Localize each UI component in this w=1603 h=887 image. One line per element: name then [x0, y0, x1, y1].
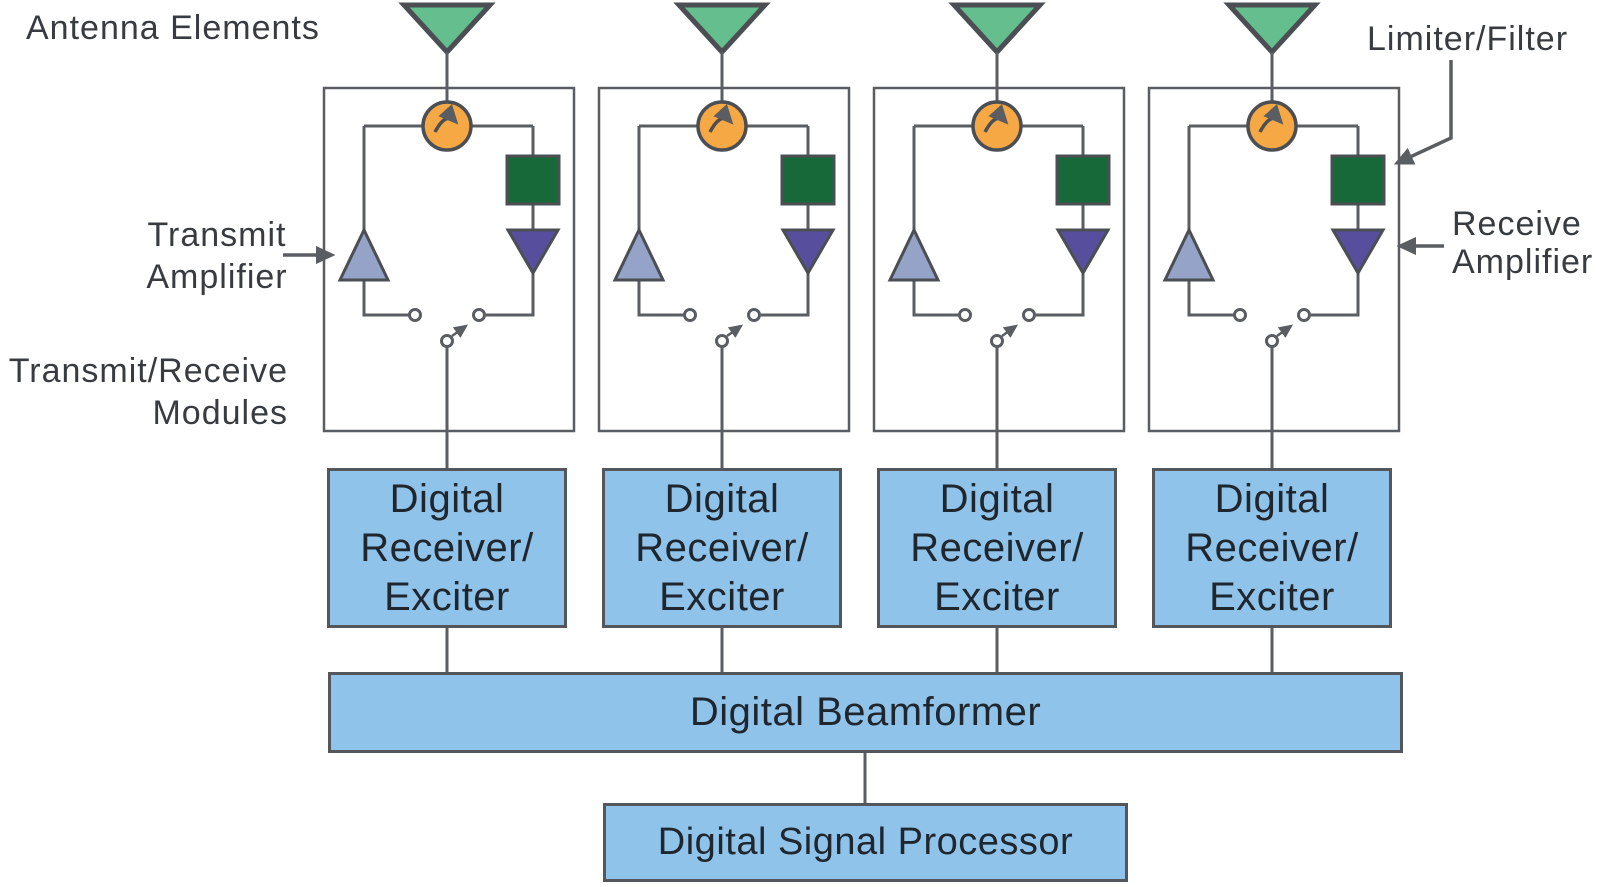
antenna-elements-label: Antenna Elements: [26, 9, 320, 47]
transmit-amplifier-label: Transmit Amplifier: [135, 214, 299, 298]
receive-amplifier-label-line1: Receive: [1452, 205, 1582, 243]
digital-receiver-exciter-box-1: Digital Receiver/ Exciter: [327, 468, 567, 628]
transmit-amplifier-label-line2: Amplifier: [146, 258, 288, 296]
antenna-icon-3: [954, 5, 1040, 90]
antenna-icon-2: [679, 5, 765, 90]
tr-module-2: [599, 88, 849, 468]
transmit-receive-modules-label-line2: Modules: [152, 394, 288, 432]
digital-receiver-exciter-box-3: Digital Receiver/ Exciter: [877, 468, 1117, 628]
digital-signal-processor-box: Digital Signal Processor: [603, 803, 1128, 882]
transmit-amplifier-label-line1: Transmit: [147, 216, 287, 254]
transmit-receive-modules-label-line1: Transmit/Receive: [8, 352, 288, 390]
digital-receiver-exciter-box-4: Digital Receiver/ Exciter: [1152, 468, 1392, 628]
digital-receiver-exciter-box-2: Digital Receiver/ Exciter: [602, 468, 842, 628]
receive-amplifier-label: Receive Amplifier: [1452, 205, 1593, 281]
antenna-icon-1: [404, 5, 490, 90]
transmit-receive-modules-label: Transmit/Receive Modules: [0, 350, 288, 434]
limiter-filter-label: Limiter/Filter: [1367, 20, 1569, 58]
tr-module-4: [1149, 88, 1399, 468]
tr-module-3: [874, 88, 1124, 468]
receive-amplifier-label-line2: Amplifier: [1452, 243, 1594, 281]
tr-module-1: [324, 88, 574, 468]
limiter-filter-pointer-icon: [1393, 60, 1453, 165]
digital-beamformer-box: Digital Beamformer: [328, 672, 1403, 753]
antenna-icon-4: [1229, 5, 1315, 90]
